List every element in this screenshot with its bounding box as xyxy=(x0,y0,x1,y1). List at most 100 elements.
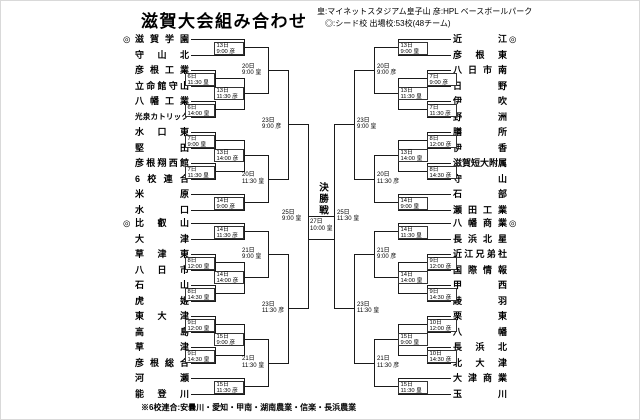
bracket-line-h xyxy=(191,269,215,271)
bracket-line-h xyxy=(427,254,451,255)
bracket-line-h xyxy=(288,124,308,126)
team-name: 八日市 xyxy=(135,264,189,275)
bracket-line-h xyxy=(374,155,398,157)
bracket-line-h xyxy=(427,300,451,302)
team-name: 伊香 xyxy=(453,142,507,153)
bracket-line-h xyxy=(374,93,398,95)
bracket-line-h xyxy=(191,101,215,102)
bracket-line-h xyxy=(427,163,451,164)
bracket-line-h xyxy=(244,277,268,279)
team-name: 綾羽 xyxy=(453,295,507,306)
bracket-line-h xyxy=(191,209,244,211)
bracket-line-h xyxy=(215,292,244,294)
bracket-line-h xyxy=(191,393,244,395)
bracket-line-v xyxy=(374,46,375,95)
bracket-line-h xyxy=(215,139,244,141)
team-name: 長浜北星 xyxy=(453,233,507,244)
bracket-line-h xyxy=(191,70,215,71)
team-name: 近江兄弟社 xyxy=(453,249,507,259)
bracket-line-h xyxy=(191,116,215,118)
team-name: 甲西 xyxy=(453,280,507,290)
bracket-line-h xyxy=(398,39,451,40)
bracket-line-h xyxy=(398,238,451,240)
bracket-line-h xyxy=(398,108,427,110)
bracket-line-h xyxy=(244,230,268,232)
bracket-line-h xyxy=(398,378,451,379)
team-name: 水口 xyxy=(135,204,189,215)
seed-legend: ◎:シード校 出場校:53校(48チーム) xyxy=(325,19,451,28)
bracket-line-h xyxy=(191,316,215,317)
bracket-line-h xyxy=(398,170,427,172)
bracket-line-h xyxy=(374,201,398,203)
team-name: 6校連合 xyxy=(135,173,189,184)
team-name: 大津商業 xyxy=(453,373,507,383)
team-name: 彦根東 xyxy=(453,49,507,60)
team-name: 八幡 xyxy=(453,326,507,337)
bracket-line-h xyxy=(244,93,268,95)
bracket-line-h xyxy=(427,316,451,317)
bracket-line-v xyxy=(374,155,375,203)
bracket-line-h xyxy=(334,124,354,126)
team-name: 国際情報 xyxy=(453,264,507,275)
team-name: 大津 xyxy=(135,233,189,244)
team-name: 守山 xyxy=(453,173,507,184)
bracket-line-h xyxy=(191,238,244,240)
team-name: 光泉カトリック xyxy=(135,111,189,121)
seed-mark-icon: ◎ xyxy=(509,34,517,44)
bracket-line-h xyxy=(215,108,244,110)
bracket-line-h xyxy=(244,155,268,157)
bracket-line-h xyxy=(398,209,451,211)
team-name: 日野 xyxy=(453,80,507,91)
bracket-line-h xyxy=(215,261,244,263)
bracket-line-h xyxy=(191,331,215,333)
team-name: 水口東 xyxy=(135,127,189,137)
team-name: 彦根翔西館 xyxy=(135,158,189,168)
bracket-line-h xyxy=(215,77,244,79)
tournament-title: 滋賀大会組み合わせ xyxy=(141,12,308,31)
bracket-line-h xyxy=(268,254,288,255)
bracket-line-h xyxy=(427,362,451,364)
bracket-line-h xyxy=(191,254,215,255)
bracket-line-h xyxy=(191,194,244,195)
bracket-line-v xyxy=(354,70,355,180)
bracket-line-h xyxy=(191,163,215,164)
bracket-line-h xyxy=(398,139,427,141)
bracket-line-h xyxy=(427,178,451,180)
bracket-line-h xyxy=(427,85,451,87)
bracket-line-h xyxy=(244,46,268,48)
bracket-line-h xyxy=(398,77,427,79)
bracket-line-h xyxy=(215,323,244,325)
seed-mark-icon: ◎ xyxy=(509,218,517,228)
team-name: 河瀬 xyxy=(135,373,189,383)
bracket-line-h xyxy=(398,323,427,325)
team-name: 石山 xyxy=(135,280,189,290)
bracket-line-h xyxy=(398,354,427,356)
